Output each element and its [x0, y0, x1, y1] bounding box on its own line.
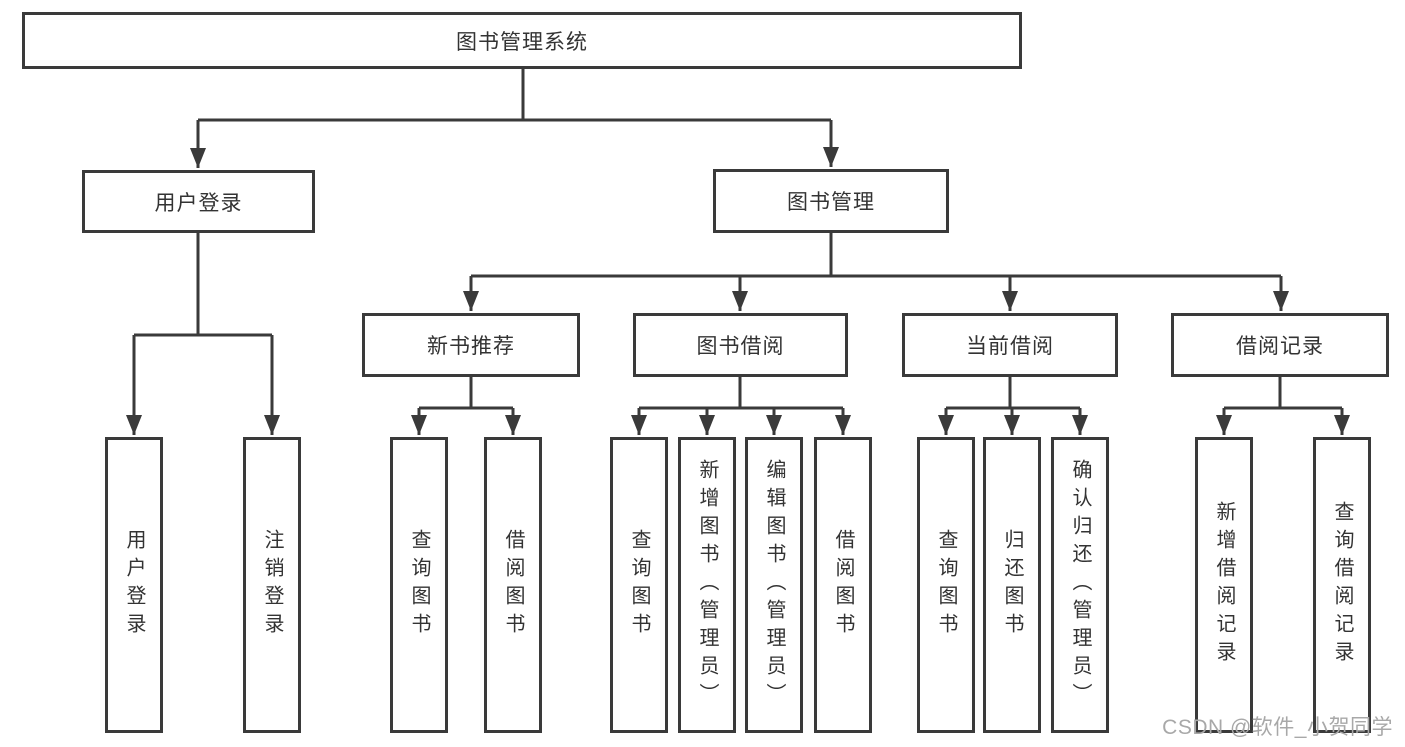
node-root-system: 图书管理系统 [22, 12, 1022, 69]
node-book-borrowing: 图书借阅 [633, 313, 848, 377]
leaf-add-borrow-record: 新增借阅记录 [1195, 437, 1253, 733]
node-new-book-recommend: 新书推荐 [362, 313, 580, 377]
connector-root [198, 69, 831, 122]
leaf-logout: 注销登录 [243, 437, 301, 733]
leaf-borrow-books-2: 借阅图书 [814, 437, 872, 733]
leaf-borrow-books-1: 借阅图书 [484, 437, 542, 733]
node-book-management: 图书管理 [713, 169, 949, 233]
leaf-query-books-3: 查询图书 [917, 437, 975, 733]
node-borrowing-records: 借阅记录 [1171, 313, 1389, 377]
watermark: CSDN @软件_小贺同学 [1162, 716, 1393, 739]
leaf-query-borrow-record: 查询借阅记录 [1313, 437, 1371, 733]
connector-current-borrow [946, 377, 1080, 410]
leaf-edit-books-admin: 编辑图书（管理员） [745, 437, 803, 733]
connector-user-login [134, 233, 272, 337]
leaf-user-login: 用户登录 [105, 437, 163, 733]
connector-book-borrow [639, 377, 843, 410]
node-user-login: 用户登录 [82, 170, 315, 233]
leaf-return-books: 归还图书 [983, 437, 1041, 733]
node-current-borrowing: 当前借阅 [902, 313, 1118, 377]
leaf-query-books-2: 查询图书 [610, 437, 668, 733]
connector-new-book [419, 377, 513, 410]
leaf-confirm-return-admin: 确认归还（管理员） [1051, 437, 1109, 733]
connector-borrow-records [1224, 377, 1342, 410]
leaf-add-books-admin: 新增图书（管理员） [678, 437, 736, 733]
leaf-query-books-1: 查询图书 [390, 437, 448, 733]
connector-book-mgmt [471, 233, 1281, 278]
